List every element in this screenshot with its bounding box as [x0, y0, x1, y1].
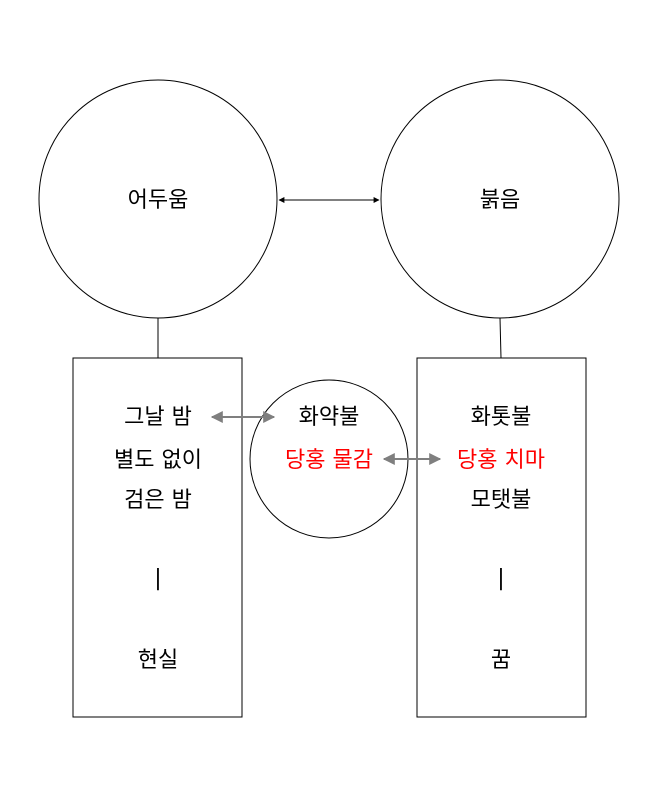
firework-line-1: 화약불: [299, 405, 360, 430]
reality-label: 현실: [138, 648, 178, 673]
reality-line-2: 별도 없이: [114, 448, 202, 473]
dream-line-2: 당홍 치마: [457, 448, 545, 473]
right-connector-line: [499, 317, 502, 359]
dream-box: [416, 357, 587, 718]
dream-line-1: 화톳불: [471, 405, 532, 430]
dream-separator: |: [497, 566, 504, 591]
reality-line-3: 검은 밤: [124, 488, 192, 513]
reality-box: [72, 357, 243, 718]
reality-line-1: 그날 밤: [124, 405, 192, 430]
reality-separator: |: [154, 566, 161, 591]
firework-line-2: 당홍 물감: [285, 448, 373, 473]
dream-line-3: 모탯불: [471, 488, 532, 513]
darkness-label: 어두움: [128, 188, 189, 213]
redness-label: 붉음: [480, 188, 520, 213]
dream-label: 꿈: [491, 648, 511, 673]
